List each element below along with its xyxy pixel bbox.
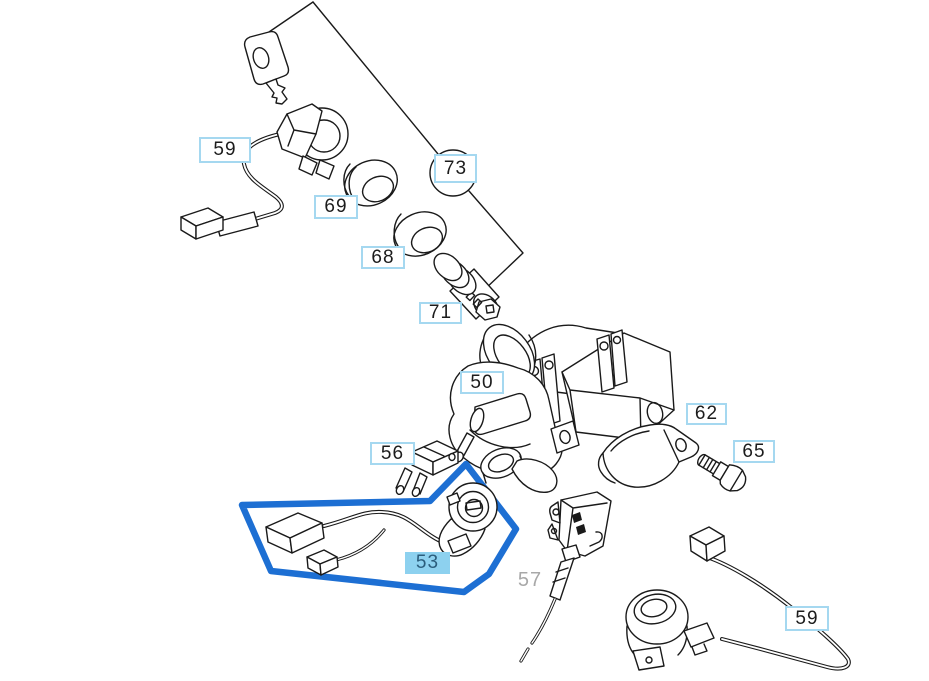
part-59-top-illustration bbox=[180, 103, 349, 240]
part-label-62[interactable]: 62 bbox=[686, 403, 727, 425]
part-label-56[interactable]: 56 bbox=[370, 442, 415, 465]
part-57-illustration bbox=[519, 491, 612, 663]
part-62-illustration bbox=[597, 423, 700, 488]
part-50-lower-lobe bbox=[511, 458, 558, 493]
key-illustration bbox=[243, 30, 290, 105]
part-label-71[interactable]: 71 bbox=[419, 302, 462, 324]
part-label-59-top[interactable]: 59 bbox=[199, 137, 251, 163]
part-label-69[interactable]: 69 bbox=[314, 195, 358, 219]
callout-lines bbox=[268, 1, 439, 155]
part-label-57-muted: 57 bbox=[517, 568, 543, 591]
part-59-bottom-illustration bbox=[625, 526, 851, 671]
highlight-outline-53 bbox=[238, 460, 520, 596]
part-65-illustration bbox=[696, 453, 747, 492]
part-71-illustration bbox=[433, 252, 501, 321]
part-label-65[interactable]: 65 bbox=[733, 440, 775, 463]
part-68-illustration bbox=[393, 211, 447, 257]
part-label-50[interactable]: 50 bbox=[460, 371, 504, 394]
part-56-illustration bbox=[395, 440, 459, 498]
part-53-illustration bbox=[265, 482, 498, 576]
part-label-53-selected[interactable]: 53 bbox=[405, 552, 450, 574]
part-50-illustration bbox=[448, 323, 675, 484]
part-label-73[interactable]: 73 bbox=[434, 154, 477, 183]
part-label-68[interactable]: 68 bbox=[361, 246, 405, 269]
part-label-59-bottom[interactable]: 59 bbox=[785, 606, 829, 631]
